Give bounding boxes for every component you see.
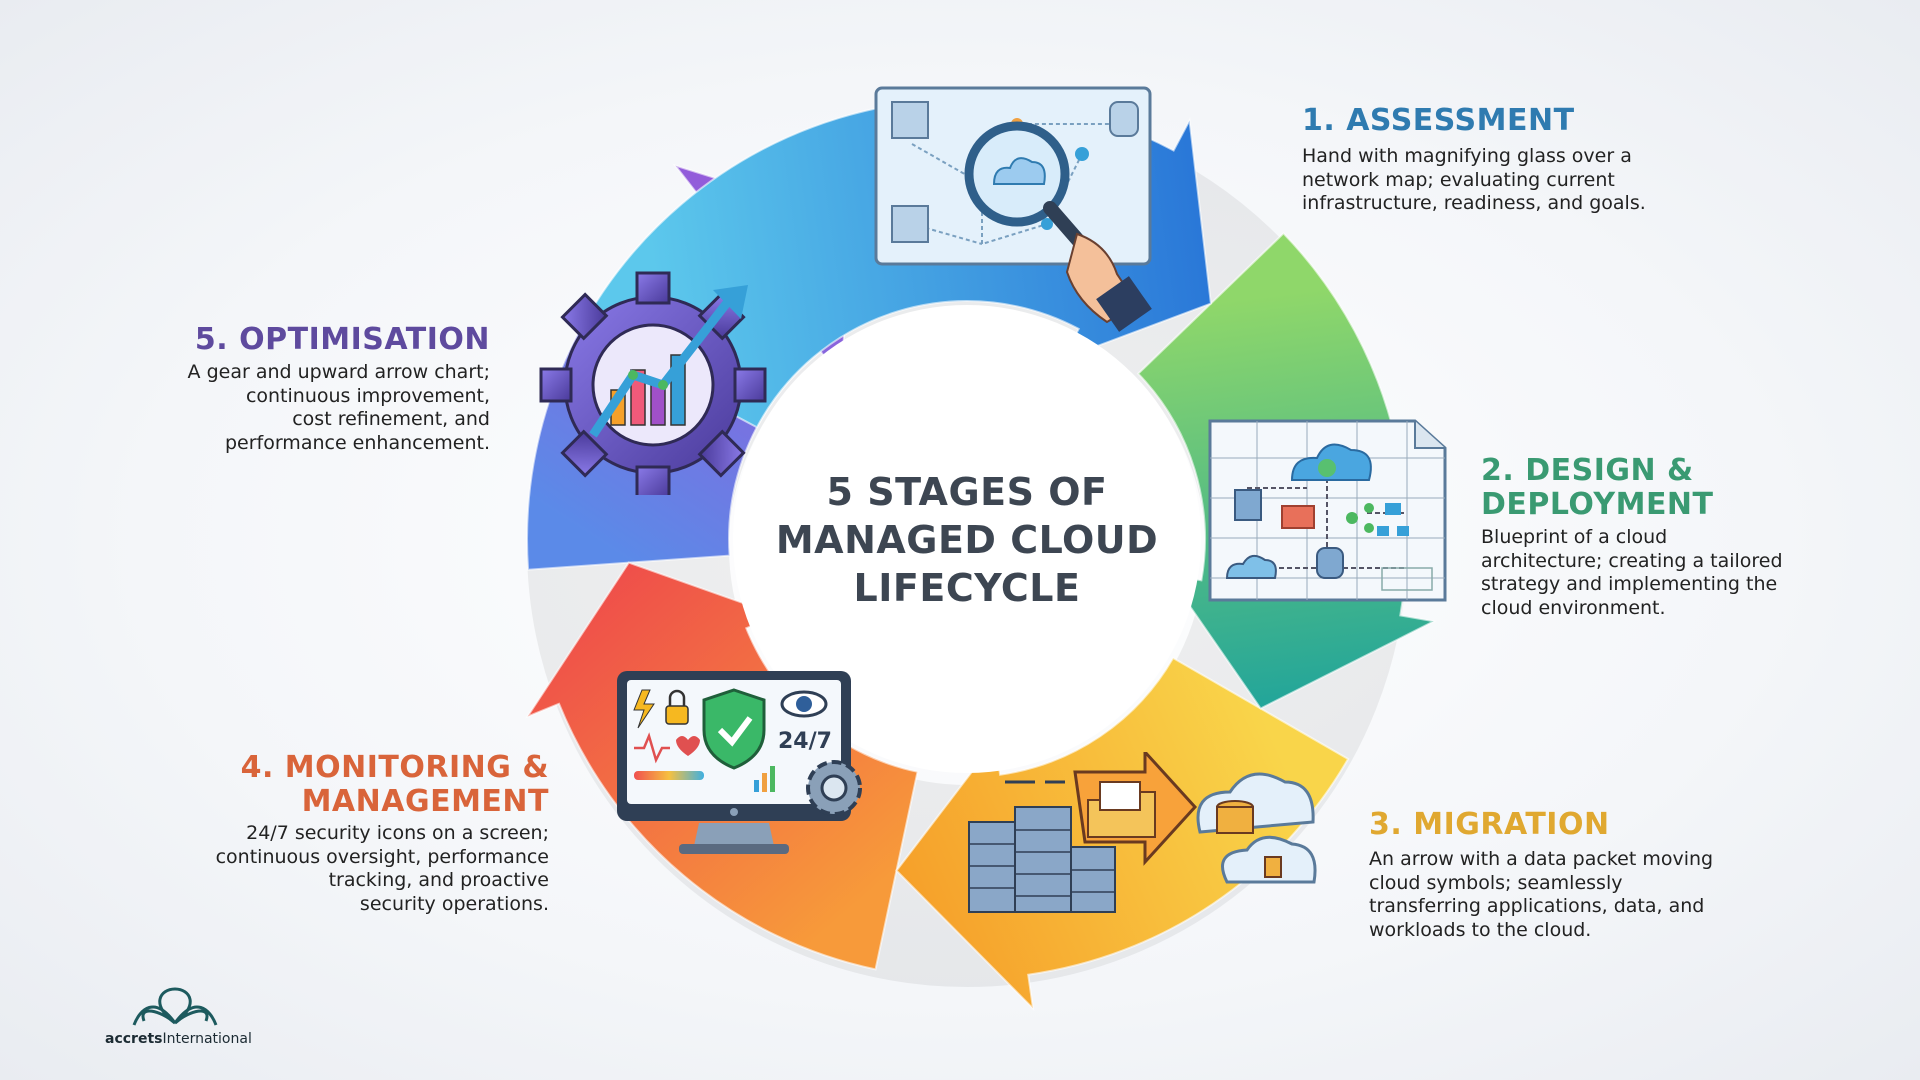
desc-line: Blueprint of a cloud bbox=[1481, 526, 1668, 548]
logo-text: accretsInternational bbox=[105, 1031, 252, 1047]
desc-line: strategy and implementing the bbox=[1481, 573, 1778, 595]
diagram-title: 5 STAGES OF MANAGED CLOUD LIFECYCLE bbox=[767, 468, 1167, 612]
desc-line: A gear and upward arrow chart; bbox=[187, 361, 490, 383]
stage-title-line: DEPLOYMENT bbox=[1481, 487, 1714, 522]
stage-1-description: Hand with magnifying glass over a networ… bbox=[1302, 145, 1646, 216]
desc-line: An arrow with a data packet moving bbox=[1369, 848, 1714, 870]
desc-line: cost refinement, and bbox=[292, 408, 490, 430]
desc-line: continuous oversight, performance bbox=[215, 845, 549, 868]
monitor-24-7-label: 24/7 bbox=[778, 729, 832, 754]
cloud-blueprint-icon bbox=[1208, 419, 1447, 602]
title-line: LIFECYCLE bbox=[853, 566, 1081, 610]
desc-line: architecture; creating a tailored bbox=[1481, 549, 1783, 572]
stage-3-description: An arrow with a data packet moving cloud… bbox=[1369, 848, 1713, 942]
logo-text-regular: International bbox=[162, 1031, 252, 1047]
logo-text-bold: accrets bbox=[105, 1031, 163, 1047]
desc-line: network map; evaluating current bbox=[1302, 168, 1615, 191]
lotus-logo-icon bbox=[132, 987, 218, 1026]
stage-2-title: 2. DESIGN & DEPLOYMENT bbox=[1481, 454, 1714, 522]
desc-line: transferring applications, data, and bbox=[1369, 895, 1705, 917]
stage-5-title: 5. OPTIMISATION bbox=[195, 323, 490, 357]
stage-title-line: MANAGEMENT bbox=[301, 784, 549, 819]
ring-center bbox=[733, 305, 1201, 773]
stage-3-title: 3. MIGRATION bbox=[1369, 808, 1610, 842]
stage-title-line: 1. ASSESSMENT bbox=[1302, 103, 1575, 138]
desc-line: workloads to the cloud. bbox=[1369, 918, 1592, 941]
desc-line: cloud symbols; seamlessly bbox=[1369, 871, 1623, 894]
security-monitor-icon: 24/7 bbox=[617, 671, 862, 854]
stage-title-line: 4. MONITORING & bbox=[240, 750, 549, 785]
title-line: MANAGED CLOUD bbox=[775, 518, 1159, 562]
migration-arrow-cloud-icon bbox=[968, 752, 1317, 913]
stage-title-line: 5. OPTIMISATION bbox=[194, 322, 490, 357]
network-map-magnifier-icon bbox=[874, 86, 1152, 332]
desc-line: Hand with magnifying glass over a bbox=[1302, 145, 1632, 167]
stage-4-description: 24/7 security icons on a screen; continu… bbox=[216, 822, 549, 916]
desc-line: infrastructure, readiness, and goals. bbox=[1302, 192, 1646, 214]
stage-2-description: Blueprint of a cloud architecture; creat… bbox=[1481, 526, 1783, 620]
stage-1-title: 1. ASSESSMENT bbox=[1302, 104, 1575, 138]
gear-growth-chart-icon bbox=[539, 271, 767, 495]
desc-line: performance enhancement. bbox=[224, 431, 490, 454]
stage-title-line: 3. MIGRATION bbox=[1369, 807, 1610, 842]
desc-line: security operations. bbox=[359, 892, 549, 915]
desc-line: 24/7 security icons on a screen; bbox=[246, 822, 549, 844]
stage-5-description: A gear and upward arrow chart; continuou… bbox=[188, 361, 490, 455]
desc-line: continuous improvement, bbox=[245, 384, 490, 407]
stage-title-line: 2. DESIGN & bbox=[1481, 453, 1694, 488]
stage-4-title: 4. MONITORING & MANAGEMENT bbox=[241, 751, 549, 819]
desc-line: tracking, and proactive bbox=[328, 869, 549, 891]
desc-line: cloud environment. bbox=[1481, 596, 1666, 619]
title-line: 5 STAGES OF bbox=[826, 470, 1108, 514]
accrets-international-logo: accretsInternational bbox=[105, 985, 252, 1047]
